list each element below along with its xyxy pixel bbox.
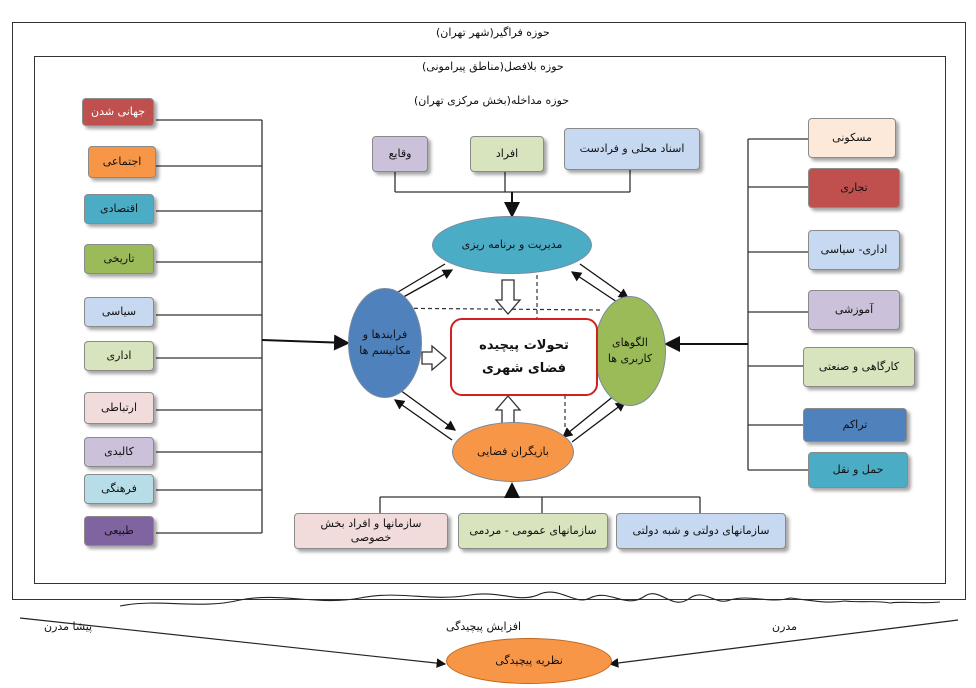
inner-frame-label: حوزه مداخله(بخش مرکزی تهران) [414, 94, 570, 107]
factor-social: اجتماعی [88, 146, 156, 178]
use-admin-political: اداری- سیاسی [808, 230, 900, 270]
center-line2: فضای شهری [482, 361, 567, 376]
actor-governmental: سازمانهای دولتی و شبه دولتی [616, 513, 786, 549]
node-landuse-label: الگوهای کاربری ها [607, 335, 653, 366]
input-documents: اسناد محلی و فرادست [564, 128, 700, 170]
center-line1: تحولات پیچیده [479, 337, 569, 353]
use-commercial: تجاری [808, 168, 900, 208]
node-landuse-patterns: الگوهای کاربری ها [594, 296, 666, 406]
node-processes-label: فرایندها و مکانیسم ها [359, 327, 411, 358]
outer-frame-label: حوزه فراگیر(شهر تهران) [436, 26, 550, 39]
use-transport: حمل و نقل [808, 452, 908, 488]
factor-globalization: جهانی شدن [82, 98, 154, 126]
factor-natural: طبیعی [84, 516, 154, 546]
factor-cultural: فرهنگی [84, 474, 154, 504]
factor-administrative: اداری [84, 341, 154, 371]
factor-political: سیاسی [84, 297, 154, 327]
input-individuals: افراد [470, 136, 544, 172]
center-complex-transformations: تحولات پیچیده فضای شهری [450, 318, 598, 396]
use-density: تراکم [803, 408, 907, 442]
factor-physical: کالبدی [84, 437, 154, 467]
footer-modern: مدرن [772, 620, 798, 633]
factor-economic: اقتصادی [84, 194, 154, 224]
node-processes: فرایندها و مکانیسم ها [348, 288, 422, 398]
actor-private: سازمانها و افراد بخش خصوصی [294, 513, 448, 549]
middle-frame-label: حوزه بلافصل(مناطق پیرامونی) [422, 60, 564, 73]
complexity-theory-ellipse: نظریه پیچیدگی [446, 638, 612, 684]
use-industrial: کارگاهی و صنعتی [803, 347, 915, 387]
factor-historical: تاریخی [84, 244, 154, 274]
footer-premodern: پیشا مدرن [44, 620, 93, 633]
actor-public: سازمانهای عمومی - مردمی [458, 513, 608, 549]
outer-frame [12, 22, 966, 600]
input-events: وقایع [372, 136, 428, 172]
factor-communication: ارتباطی [84, 392, 154, 424]
middle-frame [34, 56, 946, 584]
node-spatial-actors: بازیگران فضایی [452, 422, 574, 482]
use-residential: مسکونی [808, 118, 896, 158]
use-educational: آموزشی [808, 290, 900, 330]
footer-increasing-complexity: افزایش پیچیدگی [446, 620, 522, 633]
node-management: مدیریت و برنامه ریزی [432, 216, 592, 274]
